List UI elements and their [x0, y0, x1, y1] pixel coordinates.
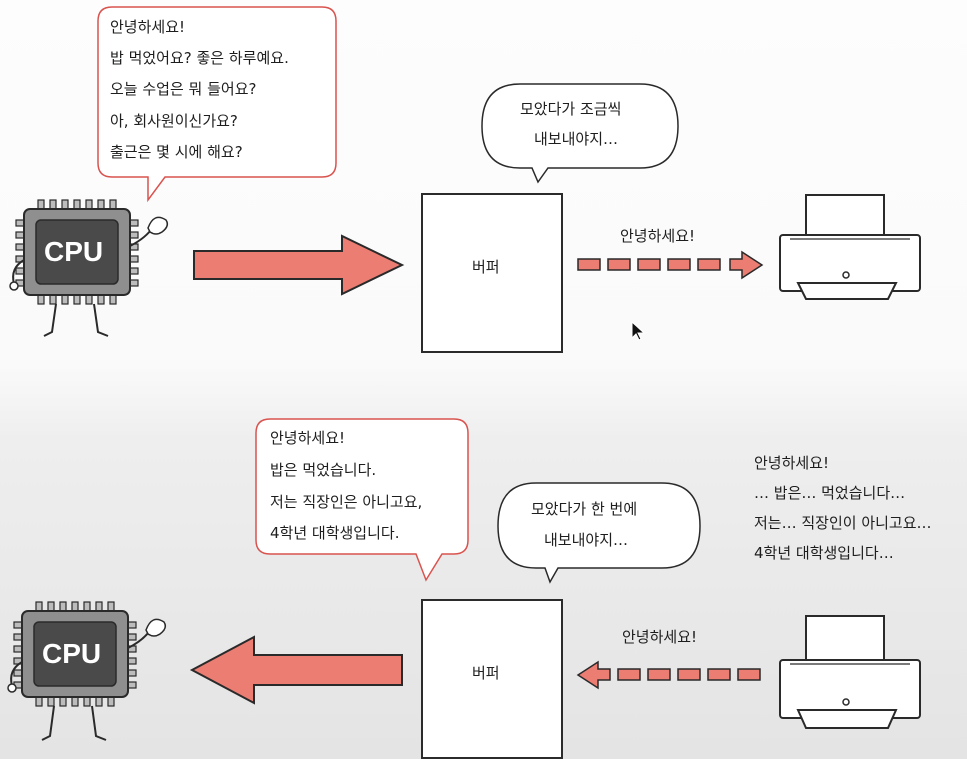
bottom-printer-icon [779, 615, 921, 729]
top-cpu-icon [9, 199, 169, 337]
bottom-printer-to-buffer-arrow [576, 660, 761, 690]
bottom-buffer-box [421, 599, 563, 759]
top-buffer-thought-line: 내보내야지… [534, 130, 619, 148]
bottom-cpu-icon [7, 601, 167, 741]
bottom-buffer-to-cpu-arrow [189, 635, 403, 705]
top-cpu-bubble-line: 출근은 몇 시에 해요? [110, 143, 243, 161]
bottom-buffer-bubble-line: 저는 직장인은 아니고요, [270, 493, 423, 511]
bottom-printer-text-line: … 밥은… 먹었습니다… [754, 484, 906, 502]
top-cpu-to-buffer-arrow [193, 234, 405, 296]
bottom-printer-message: 안녕하세요! [622, 628, 698, 646]
bottom-printer-text-line: 저는… 직장인이 아니고요… [754, 514, 932, 532]
bottom-buffer-bubble-line: 밥은 먹었습니다. [270, 461, 377, 479]
top-printer-icon [779, 194, 921, 300]
mouse-cursor-icon [631, 320, 646, 341]
bottom-buffer-thought-line: 모았다가 한 번에 [531, 500, 638, 518]
bottom-printer-text-line: 안녕하세요! [754, 454, 830, 472]
top-buffer-thought-line: 모았다가 조금씩 [520, 100, 622, 118]
top-cpu-bubble-line: 아, 회사원이신가요? [110, 112, 238, 130]
top-cpu-bubble-line: 밥 먹었어요? 좋은 하루예요. [110, 49, 289, 67]
bottom-cpu-label: CPU [42, 638, 102, 669]
top-buffer-box [421, 193, 563, 353]
bottom-buffer-thought-line: 내보내야지… [544, 531, 629, 549]
bottom-printer-text-line: 4학년 대학생입니다… [754, 544, 894, 562]
top-printer-message: 안녕하세요! [620, 227, 696, 245]
top-buffer-label: 버퍼 [472, 258, 500, 276]
bottom-buffer-bubble-line: 4학년 대학생입니다. [270, 524, 400, 542]
bottom-buffer-label: 버퍼 [472, 664, 500, 682]
bottom-buffer-bubble-line: 안녕하세요! [270, 429, 346, 447]
top-cpu-bubble-line: 오늘 수업은 뭐 들어요? [110, 80, 257, 98]
top-cpu-label: CPU [44, 236, 104, 267]
top-buffer-to-printer-arrow [577, 250, 764, 280]
top-cpu-bubble-line: 안녕하세요! [110, 18, 186, 36]
